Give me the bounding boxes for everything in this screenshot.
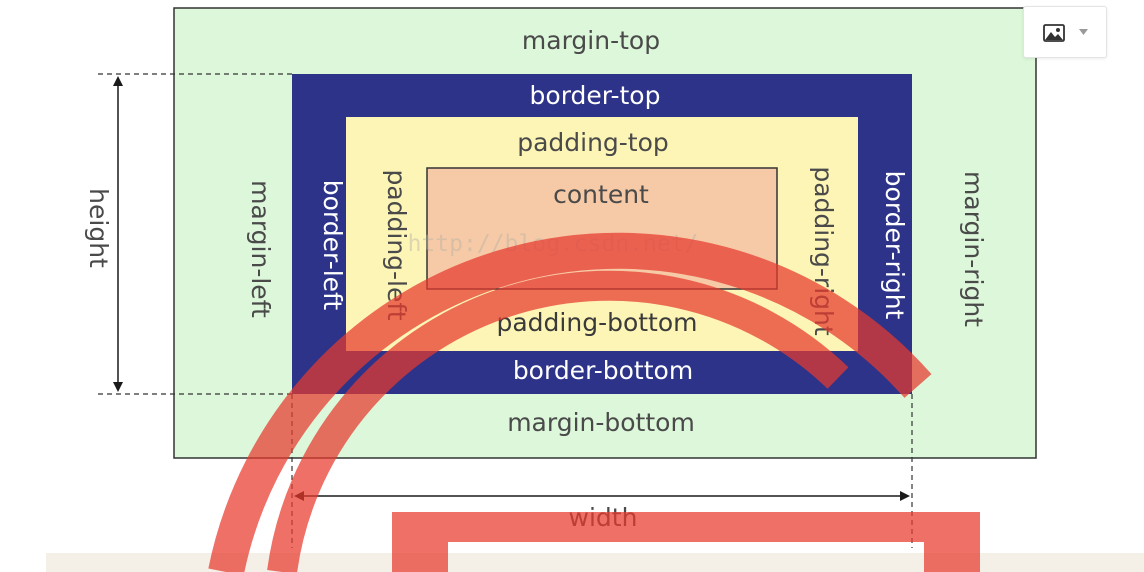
image-options-button[interactable]	[1023, 6, 1107, 58]
margin-bottom-label: margin-bottom	[507, 408, 695, 437]
padding-top-label: padding-top	[517, 128, 669, 157]
border-top-label: border-top	[530, 81, 661, 110]
border-right-label: border-right	[880, 171, 909, 320]
watermark-logo-bar-right	[924, 512, 980, 572]
watermark-logo-outer-arc	[208, 232, 932, 572]
chevron-down-icon	[1079, 29, 1088, 35]
border-left-label: border-left	[318, 180, 347, 311]
border-bottom-label: border-bottom	[513, 356, 693, 385]
content-label: content	[553, 180, 649, 209]
paper-strip	[46, 553, 1144, 572]
watermark-logo-bar-top	[392, 512, 980, 542]
height-label: height	[84, 188, 113, 268]
margin-right-label: margin-right	[959, 171, 988, 327]
margin-top-label: margin-top	[522, 26, 660, 55]
padding-bottom-label: padding-bottom	[496, 308, 697, 337]
watermark-logo	[208, 232, 980, 572]
image-icon	[1043, 24, 1065, 42]
margin-left-label: margin-left	[246, 180, 275, 318]
watermark-logo-inner-arc	[267, 270, 849, 572]
